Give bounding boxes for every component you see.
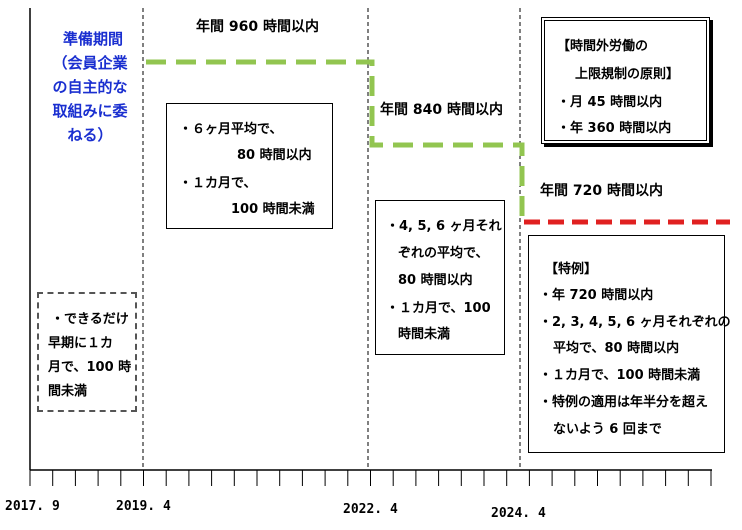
special-line-7: ないよう 6 回まで <box>553 422 662 437</box>
special-line-4: 平均で、80 時間以内 <box>553 341 680 356</box>
prep-line-4: 取組みに委 <box>52 102 128 120</box>
phase1-box: ・６ヶ月平均で、 80 時間以内 ・１カ月で、 100 時間未満 <box>166 103 333 229</box>
annual-720-label: 年間 720 時間以内 <box>540 183 663 199</box>
prep-line-5: ねる） <box>67 126 113 144</box>
voluntary-line-4: 間未満 <box>48 384 88 399</box>
special-line-1: 【特例】 <box>545 262 598 277</box>
phase1-line-4: 100 時間未満 <box>231 202 315 217</box>
axis-ticks <box>29 470 712 486</box>
phase1-line-3: ・１カ月で、 <box>179 176 257 191</box>
date-2022-04: 2022. 4 <box>343 502 398 517</box>
principle-line-2: 上限規制の原則】 <box>575 67 680 82</box>
special-line-2: ・年 720 時間以内 <box>539 288 654 303</box>
phase2-line-4: ・１カ月で、100 <box>386 301 491 316</box>
prep-line-1: 準備期間 <box>62 30 123 48</box>
date-2019-04: 2019. 4 <box>116 499 171 514</box>
principle-line-4: ・年 360 時間以内 <box>557 121 672 136</box>
annual-840-label: 年間 840 時間以内 <box>380 102 503 118</box>
voluntary-line-2: 早期に１カ <box>48 336 114 351</box>
special-line-3: ・2, 3, 4, 5, 6 ヶ月それぞれの <box>539 315 731 330</box>
voluntary-box: ・できるだけ 早期に１カ 月で、100 時 間未満 <box>37 292 137 412</box>
voluntary-line-1: ・できるだけ <box>51 312 129 327</box>
special-line-6: ・特例の適用は年半分を超え <box>539 395 709 410</box>
phase2-line-3: 80 時間以内 <box>398 273 473 288</box>
phase2-box: ・4, 5, 6 ヶ月それ ぞれの平均で、 80 時間以内 ・１カ月で、100 … <box>375 200 505 355</box>
principle-line-1: 【時間外労働の <box>557 39 649 54</box>
phase2-line-1: ・4, 5, 6 ヶ月それ <box>386 219 502 234</box>
phase2-line-5: 時間未満 <box>398 327 451 342</box>
phase2-line-2: ぞれの平均で、 <box>398 246 489 261</box>
phase1-line-1: ・６ヶ月平均で、 <box>179 122 283 137</box>
prep-line-3: の自主的な <box>52 78 128 96</box>
voluntary-line-3: 月で、100 時 <box>48 360 132 375</box>
limit-step-line <box>146 59 525 220</box>
special-box: 【特例】 ・年 720 時間以内 ・2, 3, 4, 5, 6 ヶ月それぞれの … <box>528 235 731 453</box>
principle-box: 【時間外労働の 上限規制の原則】 ・月 45 時間以内 ・年 360 時間以内 <box>541 17 710 144</box>
date-2024-04: 2024. 4 <box>491 506 546 521</box>
date-2017-09: 2017. 9 <box>5 499 60 514</box>
special-line-5: ・１カ月で、100 時間未満 <box>539 368 701 383</box>
prep-line-2: （会員企業 <box>52 54 128 72</box>
phase1-line-2: 80 時間以内 <box>237 148 312 163</box>
annual-960-label: 年間 960 時間以内 <box>196 19 319 35</box>
principle-line-3: ・月 45 時間以内 <box>557 95 663 110</box>
